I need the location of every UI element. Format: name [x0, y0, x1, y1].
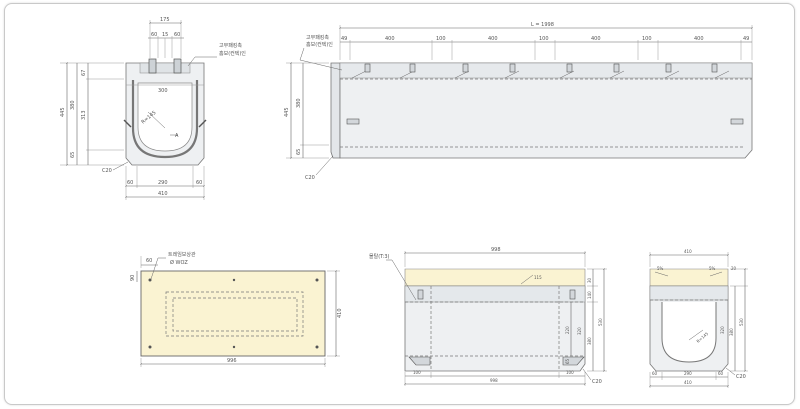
section-dim-300: 300 — [158, 88, 168, 94]
front-right-380: 380 — [587, 337, 592, 345]
section-marker-a: A — [175, 133, 179, 139]
cross-section-view: R=145 A 300 175 60 15 60 고무패킹촉 홈보(컨텍)인 4… — [60, 17, 246, 200]
side-bolts — [364, 63, 718, 73]
section-top-b: 15 — [162, 32, 168, 38]
front-top-width: 998 — [491, 247, 501, 253]
cover-inner-recess-inner — [172, 297, 298, 332]
plan-height: 410 — [337, 308, 343, 318]
section-left-313: 313 — [81, 110, 87, 120]
front-anchor-left — [408, 356, 431, 366]
end-bottom-60b: 60 — [718, 371, 724, 376]
section-top-c: 60 — [174, 32, 180, 38]
side-seg-4: 100 — [539, 36, 549, 42]
side-left-380: 380 — [296, 98, 302, 108]
section-note-line2: 홈보(컨텍)인 — [219, 50, 246, 57]
side-end-face — [330, 62, 341, 159]
side-anchor-right — [730, 118, 744, 125]
side-seg-7: 400 — [694, 36, 704, 42]
side-elevation-view: L = 1998 49 400 100 400 100 400 100 400 … — [284, 22, 752, 181]
side-seg-3: 400 — [488, 36, 498, 42]
section-channel-inner — [137, 82, 193, 152]
section-bolt-right — [173, 58, 182, 74]
end-bottom-290: 290 — [684, 371, 692, 376]
end-bottom-60a: 60 — [652, 371, 658, 376]
section-top-groove — [139, 62, 191, 74]
side-seg-8: 49 — [743, 36, 749, 42]
front-right-30: 30 — [587, 277, 592, 283]
front-inner-65: 65 — [565, 358, 570, 364]
section-top-total: 175 — [160, 17, 170, 23]
side-anchor-left — [346, 118, 360, 125]
front-bottom-100a: 100 — [413, 370, 421, 375]
section-bottom-60a: 60 — [127, 180, 133, 186]
side-note-line1: 고무패킹촉 — [306, 34, 329, 41]
section-bolt-left — [148, 58, 157, 74]
side-seg-0: 49 — [341, 36, 347, 42]
side-left-445: 445 — [284, 107, 290, 117]
side-seg-6: 100 — [642, 36, 652, 42]
front-cover-band — [404, 268, 586, 287]
end-r20: 20 — [731, 266, 737, 271]
end-right-530: 530 — [739, 318, 744, 326]
section-bottom-290: 290 — [158, 180, 168, 186]
front-cover-115: 115 — [534, 275, 542, 280]
end-right-320: 320 — [720, 326, 725, 334]
cover-plan-view: 트레임보상관 Ø WOZ 60 90 410 996 — [130, 251, 343, 367]
end-top-strip — [649, 285, 729, 301]
section-bottom-60b: 60 — [196, 180, 202, 186]
section-left-445: 445 — [60, 107, 66, 117]
section-left-380: 380 — [70, 100, 76, 110]
section-top-a: 60 — [151, 32, 157, 38]
front-right-530: 530 — [598, 318, 603, 326]
plan-width: 996 — [227, 358, 237, 364]
section-channel — [131, 80, 199, 159]
front-top-strip — [404, 285, 586, 303]
end-slope-right: 5% — [709, 266, 716, 271]
cover-inner-recess-outer — [165, 291, 304, 337]
end-bottom-410: 410 — [684, 380, 692, 385]
front-right-140: 140 — [587, 291, 592, 299]
side-top-band — [339, 62, 753, 79]
end-chamfer: C20 — [736, 374, 746, 380]
section-left-65: 65 — [70, 152, 76, 158]
side-seg-5: 400 — [591, 36, 601, 42]
side-note-line2: 홈보(컨텍)인 — [306, 41, 333, 48]
plan-top-60: 60 — [146, 258, 152, 264]
section-chamfer: C20 — [102, 168, 112, 174]
end-right-380: 380 — [729, 328, 734, 336]
end-top-410: 410 — [684, 249, 692, 254]
plan-side-90: 90 — [130, 275, 136, 281]
side-chamfer: C20 — [305, 175, 315, 181]
side-seg-2: 100 — [436, 36, 446, 42]
side-length: L = 1998 — [531, 22, 554, 28]
front-elevation-view: 115 220 65 998 몰탈(T:3) 30 140 380 320 53… — [369, 247, 607, 386]
end-cover — [649, 268, 729, 287]
end-slope-left: 5% — [657, 266, 664, 271]
side-segment-ticks — [349, 40, 742, 60]
section-left-67: 67 — [81, 70, 87, 76]
plan-note-line2: Ø WOZ — [170, 259, 188, 266]
side-left-65: 65 — [296, 149, 302, 155]
front-chamfer: C20 — [592, 379, 602, 385]
cover-plate — [140, 270, 326, 357]
section-bottom-410: 410 — [158, 191, 168, 197]
end-elevation-view: R=145 5% 5% 410 20 380 530 320 60 290 60… — [650, 249, 748, 388]
cover-holes — [148, 278, 319, 349]
front-inner-220: 220 — [565, 326, 570, 334]
front-anchor-right — [562, 356, 585, 366]
section-note-line1: 고무패킹촉 — [219, 42, 242, 49]
front-bottom-998: 998 — [490, 378, 498, 383]
plan-note-line1: 트레임보상관 — [168, 251, 196, 258]
front-bottom-100b: 100 — [566, 370, 574, 375]
end-channel — [661, 302, 717, 363]
front-right-320: 320 — [577, 327, 582, 335]
side-seg-1: 400 — [385, 36, 395, 42]
front-label-top: 몰탈(T:3) — [369, 253, 390, 260]
